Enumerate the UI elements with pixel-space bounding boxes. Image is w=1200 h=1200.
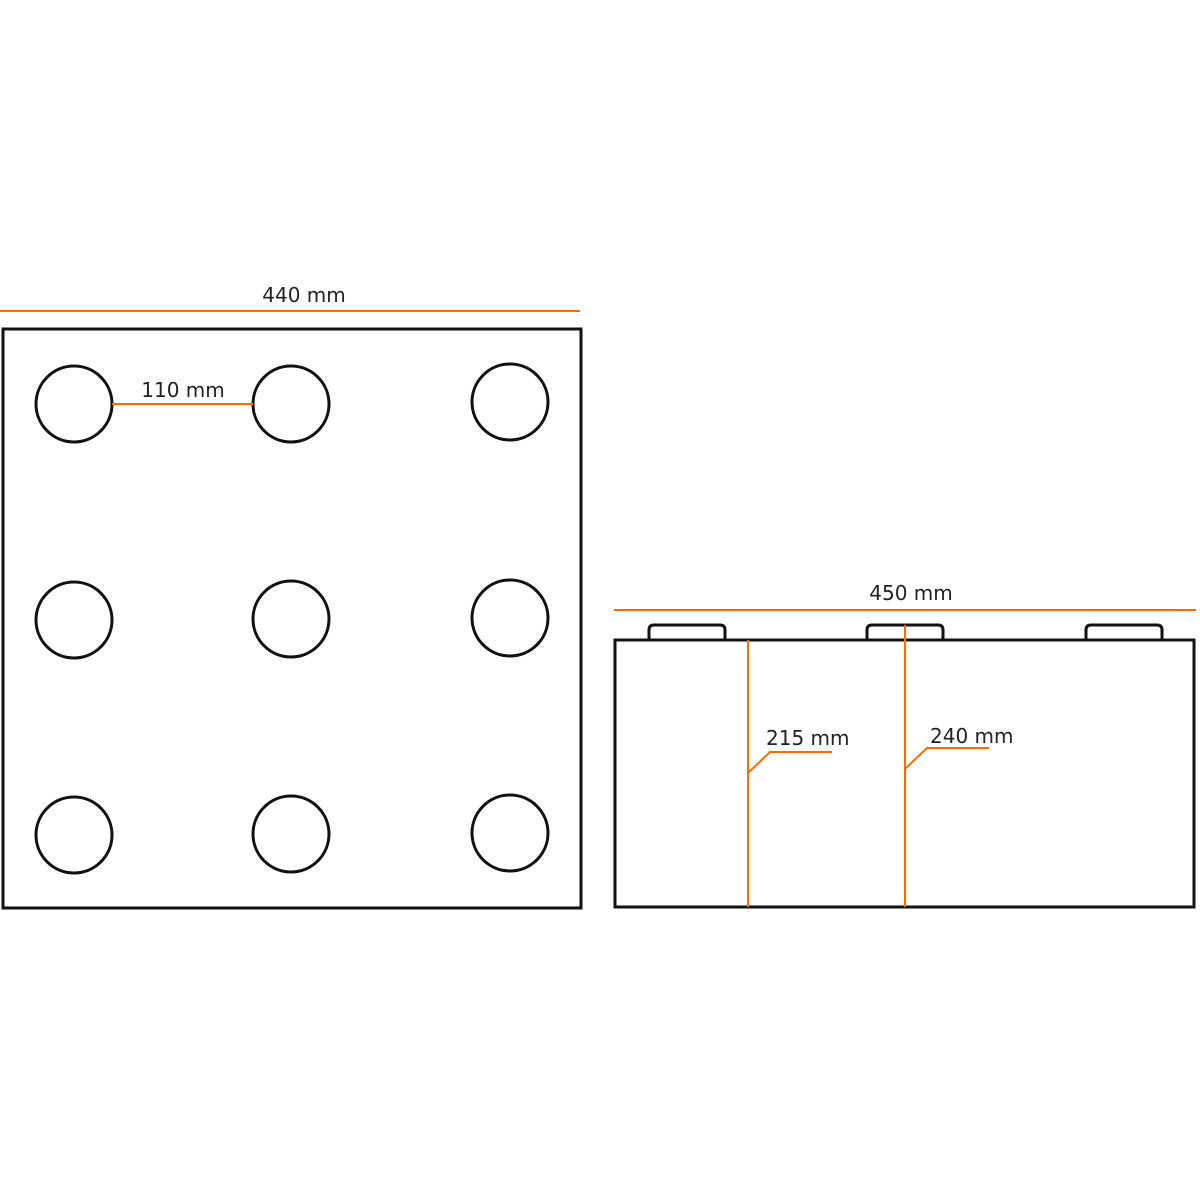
total-height-leader-line [904,747,989,770]
stud-circle [34,795,114,875]
stud-circle [251,794,331,874]
top-view-studs [34,362,550,875]
stud-circle [470,578,550,658]
top-view-width-label: 440 mm [262,283,346,307]
body-height-label: 215 mm [766,726,850,750]
body-height-leader-line [747,751,832,774]
side-stud [647,623,727,640]
stud-circle [34,580,114,660]
top-view: 440 mm 110 mm [0,283,583,910]
side-stud [1084,623,1164,640]
stud-circle [251,364,331,444]
stud-circle [251,579,331,659]
stud-circle [470,793,550,873]
stud-circle [34,364,114,444]
side-view-width-label: 450 mm [869,581,953,605]
stud-spacing-label: 110 mm [141,378,225,402]
top-view-block-outline [1,327,583,910]
side-view: 450 mm 215 mm 240 mm [613,581,1196,909]
total-height-label: 240 mm [930,724,1014,748]
stud-circle [470,362,550,442]
